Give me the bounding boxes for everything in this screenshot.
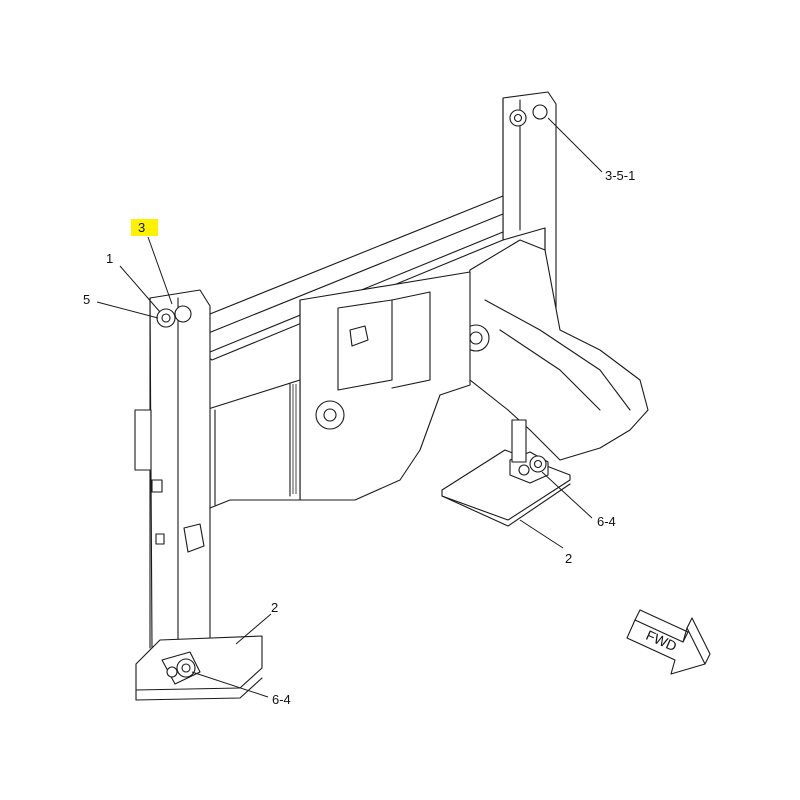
callout-3: 3: [138, 220, 145, 235]
leader-lines: [96, 117, 603, 698]
left-gusset-plate: [204, 379, 301, 511]
right-foot-plate: [441, 419, 571, 527]
callout-1: 1: [106, 251, 113, 266]
callout-5: 5: [83, 292, 90, 307]
center-bracket: [299, 271, 471, 501]
left-column: [134, 289, 211, 649]
callout-2-right: 2: [565, 551, 572, 566]
callout-6-4-left: 6-4: [272, 692, 291, 707]
right-top-pin: [509, 104, 548, 127]
right-lower-arm: [454, 239, 649, 461]
callout-6-4-right: 6-4: [597, 514, 616, 529]
fwd-arrow: FWD: [626, 609, 711, 675]
callout-2-left: 2: [271, 600, 278, 615]
left-foot-plate: [135, 635, 263, 701]
callout-3-5-1: 3-5-1: [605, 168, 635, 183]
callouts: 3 1 5 3-5-1 6-4 2 2 6-4: [83, 168, 635, 707]
callout-3-highlight: [131, 219, 158, 236]
